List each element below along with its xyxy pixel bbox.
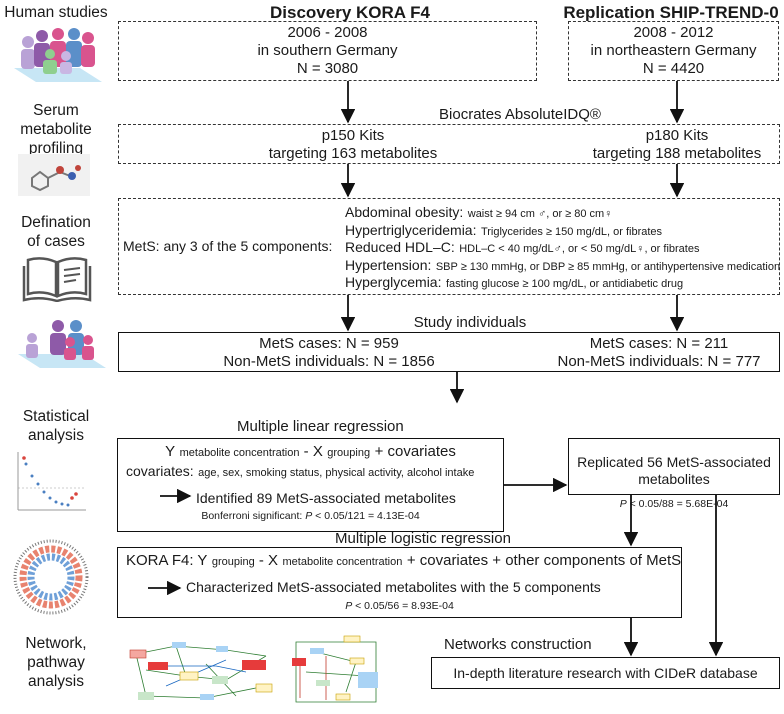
mets-definition-lead: MetS: any 3 of the 5 components: [123,238,333,254]
component-name: Hypertension: [345,256,432,273]
logit-rest: + covariates + other components of MetS [406,552,682,569]
replicated-line2: metabolites [638,471,710,487]
label-network: Network, pathway analysis [25,635,87,690]
plus-covariates: + covariates [374,443,456,460]
ship-cohort-box: 2008 - 2012 in northeastern Germany N = … [568,21,779,81]
logit-x-subscript: metabolite concentration [282,556,403,568]
circular-heatmap-icon [13,539,89,615]
label-definition: Defination of cases [21,214,91,250]
characterized-text: Characterized MetS-associated metabolite… [186,579,601,595]
identified-89: Identified 89 MetS-associated metabolite… [196,490,456,506]
linear-regression-box: Y metabolite concentration - X grouping … [117,438,504,532]
network-graph-icon-1 [129,642,273,700]
kora-non-mets: Non-MetS individuals: N = 1856 [223,353,435,370]
logit-lead: KORA F4: Y [126,552,208,569]
y-subscript: metabolite concentration [179,447,300,459]
logistic-regression-title: Multiple logistic regression [335,530,511,547]
p150-line1: p150 Kits [321,127,385,144]
component-detail: SBP ≥ 130 mmHg, or DBP ≥ 85 mmHg, or ant… [435,260,781,273]
component-name: Hyperglycemia: [345,274,442,290]
logit-pvalue: < 0.05/56 = 8.93E-04 [355,600,454,612]
component-detail: Triglycerides ≥ 150 mg/dL, or fibrates [480,225,663,238]
cider-box: In-depth literature research with CIDeR … [431,657,780,689]
ship-region: in northeastern Germany [590,42,757,59]
kora-cases: MetS cases: N = 959 [259,335,399,352]
networks-construction-title: Networks construction [444,636,592,653]
biocrates-label: Biocrates AbsoluteIDQ® [439,106,601,123]
bonferroni-value: < 0.05/121 = 4.13E-04 [315,510,420,522]
study-individuals-label: Study individuals [413,314,527,331]
component-name: Hypertriglyceridemia: [345,221,477,238]
ship-years: 2008 - 2012 [633,24,714,41]
label-statistical: Statistical analysis [22,408,90,444]
replicated-line1: Replicated 56 MetS-associated [577,454,771,470]
replicated-text: Replicated 56 MetS-associated metabolite… [568,454,780,513]
x-var: X [312,443,323,460]
ship-non-mets: Non-MetS individuals: N = 777 [557,353,761,370]
mets-definition-box: MetS: any 3 of the 5 components: Abdomin… [118,198,780,295]
logistic-regression-box: KORA F4: Y grouping - X metabolite conce… [117,547,682,618]
x-subscript: grouping [327,447,371,459]
linear-regression-title: Multiple linear regression [237,418,404,435]
bonferroni-label: Bonferroni significant: [201,510,303,522]
kora-cohort-box: 2006 - 2008 in southern Germany N = 3080 [118,21,537,81]
kora-n: N = 3080 [296,60,359,77]
header-discovery: Discovery KORA F4 [270,3,430,22]
volcano-plot-icon [17,452,86,511]
component-detail: waist ≥ 94 cm ♂, or ≥ 80 cm♀ [467,208,613,220]
network-graph-icon-2 [292,635,378,703]
component-detail: fasting glucose ≥ 100 mg/dL, or antidiab… [445,278,684,290]
replicated-pvalue: P < 0.05/88 = 5.68E-04 [568,496,780,513]
y-var: Y [165,443,176,460]
cider-text: In-depth literature research with CIDeR … [453,665,758,681]
p-symbol: P [345,600,353,612]
covariates-list: age, sex, smoking status, physical activ… [198,467,475,479]
kits-box: p150 Kits targeting 163 metabolites p180… [118,124,780,164]
component-detail: HDL–C < 40 mg/dL♂, or < 50 mg/dL♀, or fi… [459,243,700,255]
p180-line2: targeting 188 metabolites [592,145,762,162]
kora-years: 2006 - 2008 [287,24,368,41]
header-replication: Replication SHIP-TREND-0 [563,3,779,22]
covariates-label: covariates: [126,463,194,479]
p-symbol: P [305,510,313,522]
component-name: Reduced HDL–C: [345,239,455,255]
label-serum-profiling: Serum metabolite profiling [20,102,92,157]
minus-sign: - [299,443,313,460]
study-group-icon [18,320,106,368]
ship-n: N = 4420 [642,60,705,77]
component-name: Abdominal obesity: [345,204,464,220]
p150-line2: targeting 163 metabolites [268,145,438,162]
logit-y-subscript: grouping [211,556,255,568]
molecule-icon [18,154,90,196]
kora-region: in southern Germany [257,42,398,59]
ship-cases: MetS cases: N = 211 [589,335,729,352]
study-individuals-box: MetS cases: N = 959 Non-MetS individuals… [118,332,780,372]
people-group-icon [14,28,102,82]
replicated-pvalue-text: < 0.05/88 = 5.68E-04 [629,498,729,510]
logit-x: - X [254,552,279,569]
p-symbol: P [619,498,627,510]
p180-line1: p180 Kits [645,127,709,144]
open-book-icon [22,257,92,302]
label-human-studies: Human studies [4,4,108,21]
replicated-box-frame [568,438,780,495]
mets-components-list: Abdominal obesity: waist ≥ 94 cm ♂, or ≥… [345,204,781,292]
